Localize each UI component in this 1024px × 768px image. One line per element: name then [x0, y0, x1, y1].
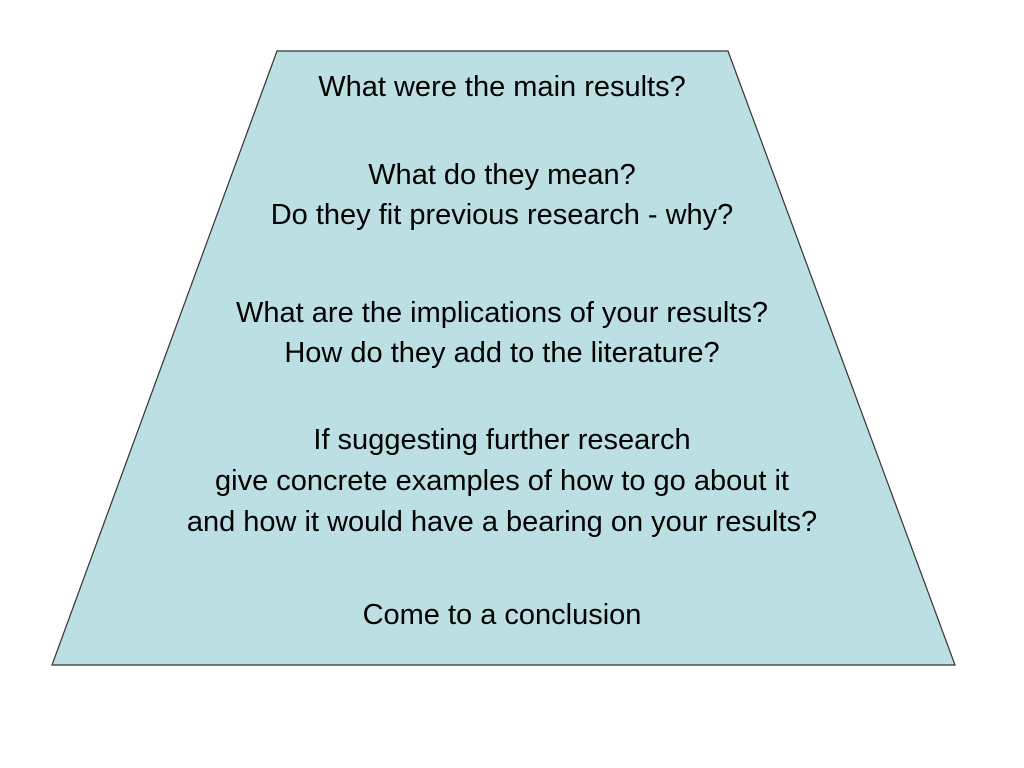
block-4-line-2: give concrete examples of how to go abou…: [215, 465, 789, 497]
block-4-line-3: and how it would have a bearing on your …: [186, 506, 818, 538]
block-3-line-2: How do they add to the literature?: [284, 337, 720, 369]
block-2-line-2: Do they fit previous research - why?: [270, 199, 734, 231]
block-1-line-1: What were the main results?: [318, 71, 686, 103]
block-3-line-1: What are the implications of your result…: [236, 297, 768, 329]
block-5-line-1: Come to a conclusion: [362, 599, 642, 631]
block-2-line-1: What do they mean?: [368, 159, 636, 191]
block-4-line-1: If suggesting further research: [313, 424, 691, 456]
trapezoid-shape: [51, 50, 956, 666]
